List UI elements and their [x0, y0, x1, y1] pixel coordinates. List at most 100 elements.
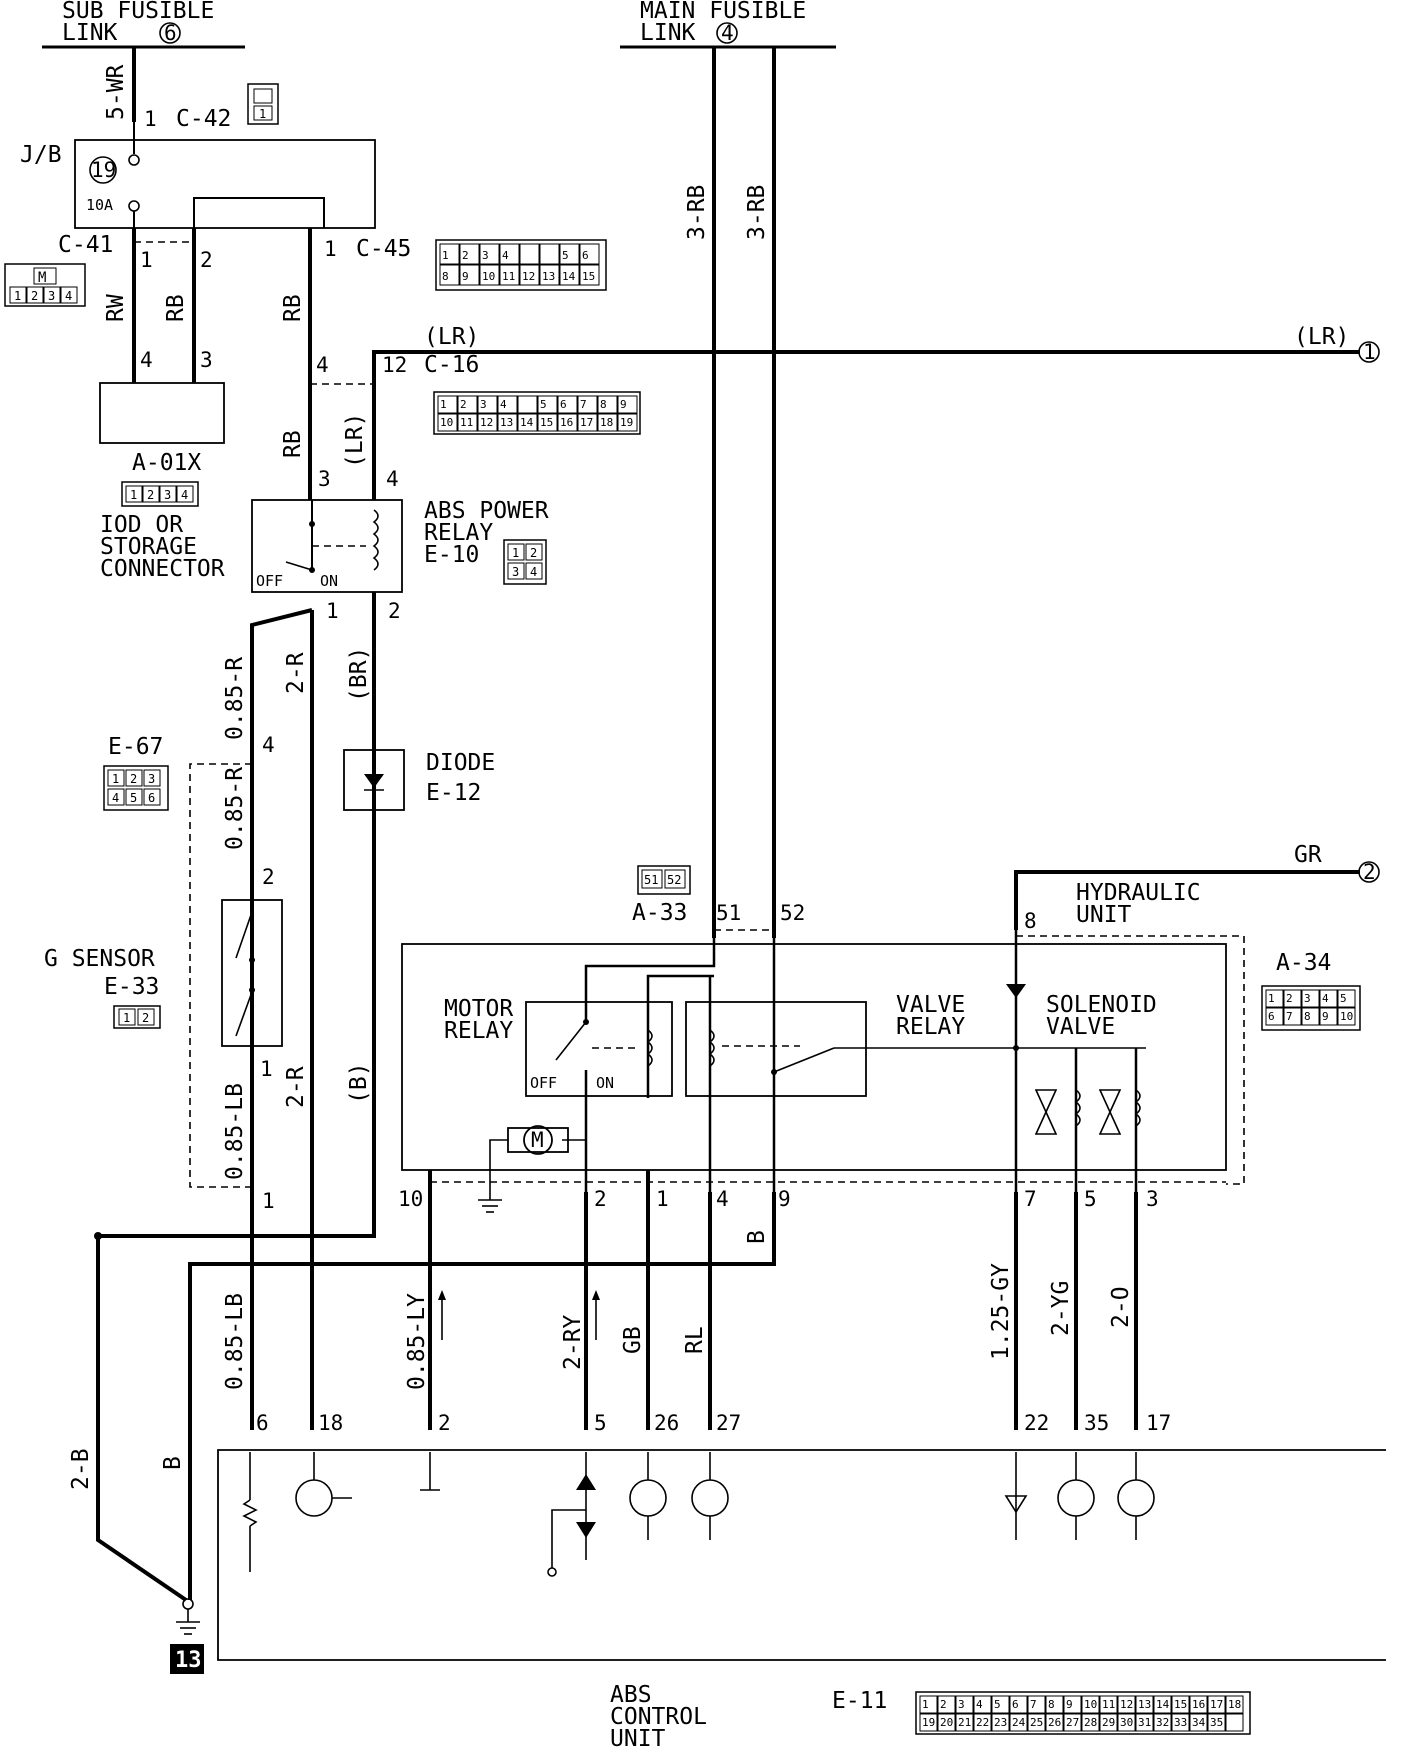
abs-relay-label-2: RELAY: [424, 520, 493, 546]
pin-label: 7: [1024, 1187, 1037, 1211]
connector-cavity: [437, 413, 458, 432]
wire-label-3rb: 3-RB: [684, 185, 710, 240]
connector-cavity: [577, 395, 598, 414]
pin-label: 19: [922, 1716, 935, 1729]
solenoid-coil: [1134, 1089, 1141, 1127]
pin-label: 5: [130, 791, 137, 805]
diode-label: DIODE: [426, 750, 495, 776]
off-page-reference-2: [1358, 861, 1380, 883]
pin-label: 2: [142, 1011, 149, 1025]
connector-cavity: [1283, 989, 1302, 1008]
off-page-reference-2-label: 2: [1363, 860, 1376, 884]
wire-label-lr: (LR): [424, 324, 479, 350]
connector-cavity: [557, 395, 578, 414]
off-page-reference-1: [1358, 341, 1380, 363]
connector-e33-label: E-33: [104, 974, 159, 1000]
pin-label: 5: [562, 249, 569, 262]
ecu-transistor-icon: [629, 1479, 667, 1517]
pin-label: 3: [480, 398, 487, 411]
iod-label-2: STORAGE: [100, 534, 197, 560]
pin-label: 12: [522, 270, 535, 283]
wire-label-085lb: 0.85-LB: [222, 1293, 248, 1390]
pin-label: 2: [1286, 992, 1293, 1005]
solenoid-diode-icon: [1006, 984, 1026, 998]
wire-label-lr: (LR): [342, 413, 368, 468]
pin-label: 7: [580, 398, 587, 411]
iod-storage-connector: RW RB 4 3 A-01X 1 2 3 4 IOD OR STORAGE C…: [99, 228, 225, 582]
pin-label: 4: [112, 791, 119, 805]
main-fusible-link: MAIN FUSIBLE LINK 4: [620, 0, 836, 49]
pin-label: 4: [316, 353, 329, 377]
pin-label: 4: [502, 249, 509, 262]
pin-label: 12: [480, 416, 493, 429]
solenoid-valve-label: SOLENOID: [1046, 992, 1157, 1018]
connector-cavity: [459, 264, 480, 286]
ground-point-13: 13: [170, 1598, 204, 1674]
pin-label: 2: [438, 1411, 451, 1435]
main-fusible-number: 4: [721, 21, 734, 45]
pin-label: 20: [940, 1716, 953, 1729]
wire-label-rb: RB: [163, 294, 189, 322]
connector-cavity: [459, 243, 480, 265]
connector-cavity: [1081, 1713, 1100, 1732]
g-sensor-switch: [221, 899, 283, 1047]
solenoid-valve-label-2: VALVE: [1046, 1014, 1115, 1040]
pin-label: 27: [716, 1411, 741, 1435]
ecu-label-3: UNIT: [610, 1726, 666, 1750]
wire-label-lr: (LR): [1294, 324, 1349, 350]
connector-cavity: [1117, 1713, 1136, 1732]
wire-label-085lb: 0.85-LB: [222, 1083, 248, 1180]
wire-label-125gy: 1.25-GY: [988, 1263, 1014, 1360]
pin-label: 27: [1066, 1716, 1079, 1729]
wire-label-b: (B): [346, 1062, 372, 1104]
connector-cavity: [1319, 989, 1338, 1008]
wire-label-b: B: [160, 1456, 186, 1470]
iod-connector-box: [99, 382, 225, 444]
hydraulic-unit-label-2: UNIT: [1076, 902, 1132, 928]
pin-label: 4: [500, 398, 507, 411]
pin-label: 4: [976, 1698, 983, 1711]
connector-cavity: [597, 395, 618, 414]
connector-cavity: [1301, 989, 1320, 1008]
diode-e12-box: [343, 749, 405, 811]
ecu-transistor-icon: [691, 1479, 729, 1517]
wire-label-3rb: 3-RB: [744, 185, 770, 240]
connector-cavity: [1045, 1713, 1064, 1732]
pin-label: 1: [440, 398, 447, 411]
pin-label: 9: [620, 398, 627, 411]
pin-label: 7: [1286, 1010, 1293, 1023]
valve-icon: [1098, 1089, 1122, 1135]
pin-label: 5: [594, 1411, 607, 1435]
connector-cavity: [457, 395, 478, 414]
motor-relay-on: ON: [596, 1074, 614, 1092]
connector-e12-label: E-12: [426, 780, 481, 806]
valve-relay-label: VALVE: [896, 992, 965, 1018]
wire-label-2r: 2-R: [283, 1066, 309, 1108]
signal-direction-arrow: [592, 1290, 600, 1300]
off-page-reference-1-label: 1: [1363, 340, 1376, 364]
relay-coil: [372, 509, 379, 571]
fuse-terminal: [128, 154, 140, 166]
connector-cavity: [1009, 1695, 1028, 1714]
pin-label: 2: [940, 1698, 947, 1711]
connector-c41-icon: M 1 2 3 4: [4, 263, 86, 307]
pin-label: 35: [1084, 1411, 1109, 1435]
wire-label-gb: GB: [620, 1326, 646, 1354]
pin-label: 25: [1030, 1716, 1043, 1729]
pin-label: 51: [644, 873, 658, 887]
pin-label: 30: [1120, 1716, 1133, 1729]
wire-label-rw: RW: [103, 294, 129, 322]
wire-label-2o: 2-O: [1108, 1286, 1134, 1328]
connector-cavity: [1009, 1713, 1028, 1732]
connector-cavity: [537, 395, 558, 414]
pin-label: 6: [148, 791, 155, 805]
ground-reference-number: 13: [175, 1648, 202, 1673]
valve-relay-label-2: RELAY: [896, 1014, 965, 1040]
pin-label: 10: [398, 1187, 423, 1211]
pin-label: 1: [130, 488, 137, 502]
signal-direction-arrow: [438, 1290, 446, 1300]
pin-label: 1: [1268, 992, 1275, 1005]
